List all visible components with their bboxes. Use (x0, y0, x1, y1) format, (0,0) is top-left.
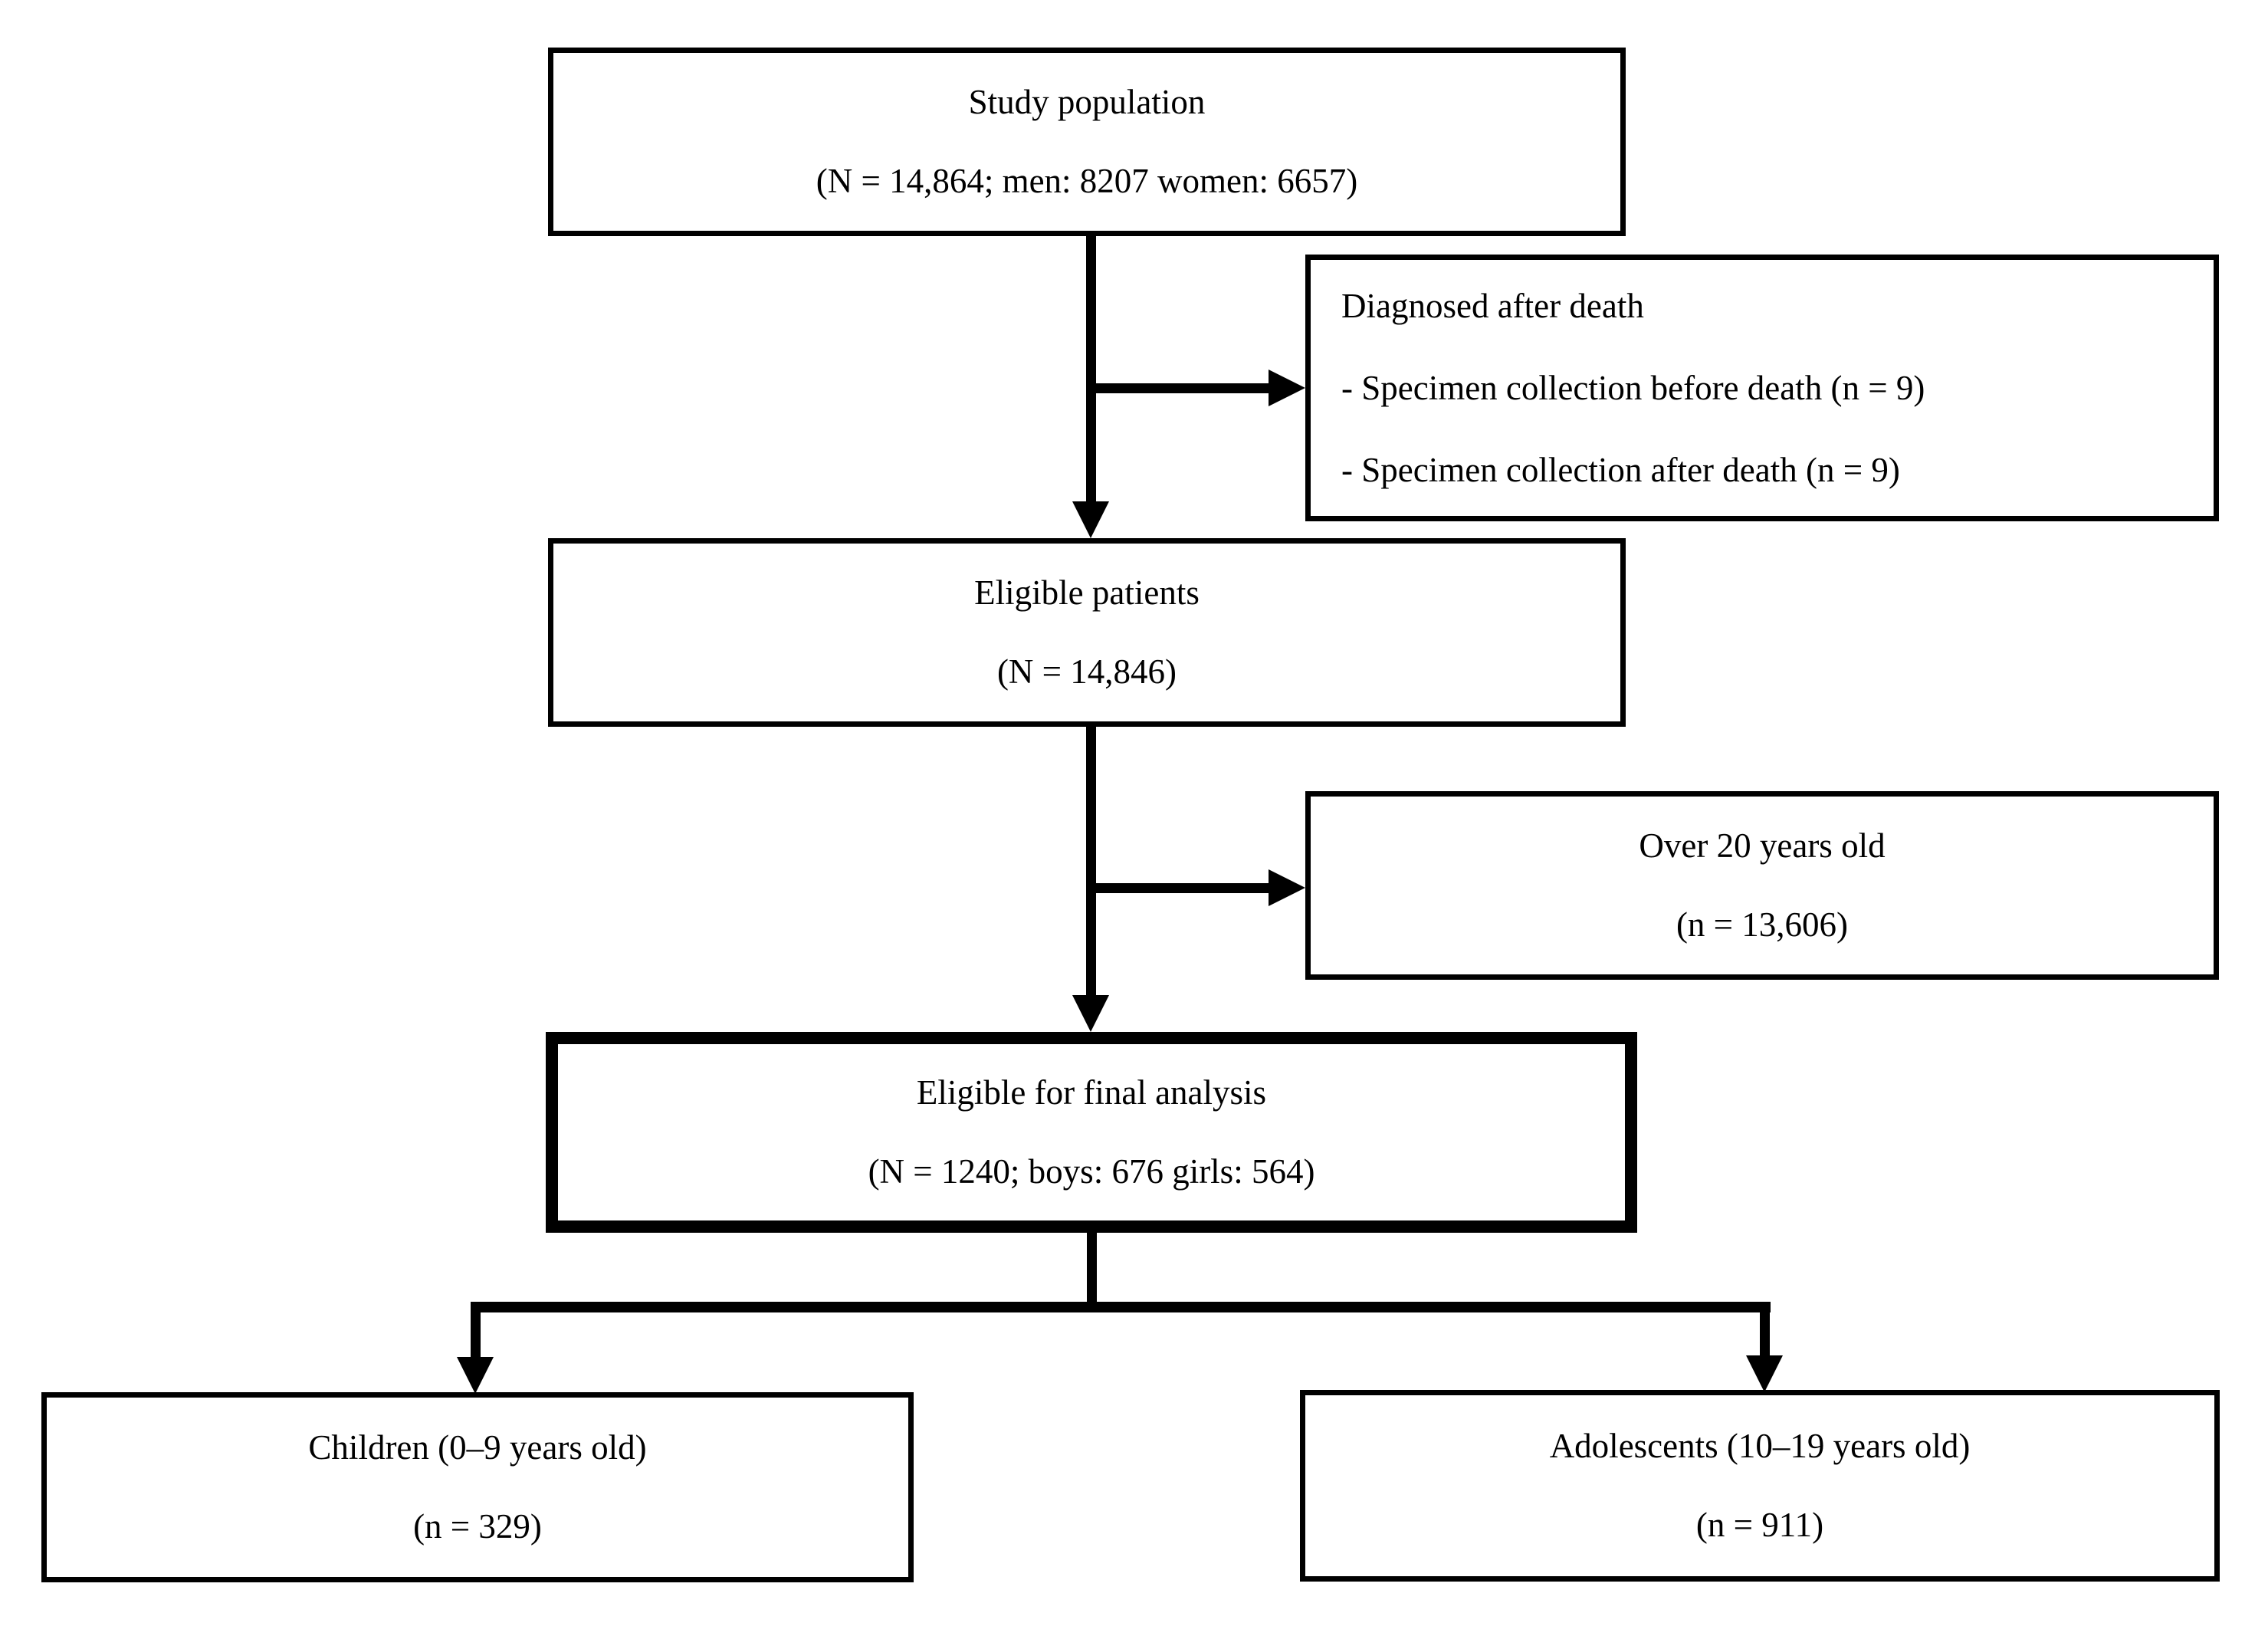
arrowhead-into-children (457, 1357, 494, 1394)
eligible-patients-count: (N = 14,846) (996, 652, 1177, 691)
arrowhead-into-final-analysis (1072, 995, 1109, 1032)
eligible-patients-title: Eligible patients (974, 573, 1200, 612)
connector-final-to-splitbar (1087, 1233, 1097, 1312)
box-adolescents: Adolescents (10–19 years old) (n = 911) (1300, 1390, 2220, 1582)
over-20-count: (n = 13,606) (1676, 905, 1849, 944)
box-over-20-years-old: Over 20 years old (n = 13,606) (1305, 791, 2219, 980)
arrowhead-into-eligible-patients (1072, 501, 1109, 538)
arrowhead-into-diagnosed-after-death (1269, 370, 1305, 406)
specimen-before-death-count: - Specimen collection before death (n = … (1341, 368, 1925, 407)
box-diagnosed-after-death: Diagnosed after death - Specimen collect… (1305, 255, 2219, 521)
connector-branch-diagnosed-after-death (1091, 383, 1269, 393)
children-title: Children (0–9 years old) (308, 1428, 647, 1467)
study-population-count: (N = 14,864; men: 8207 women: 6657) (816, 162, 1358, 200)
box-children: Children (0–9 years old) (n = 329) (41, 1392, 914, 1582)
diagnosed-after-death-title: Diagnosed after death (1341, 286, 1644, 325)
connector-drop-children (471, 1302, 481, 1357)
connector-drop-adolescents (1760, 1302, 1770, 1355)
study-population-title: Study population (968, 83, 1206, 121)
children-count: (n = 329) (413, 1507, 542, 1546)
box-study-population: Study population (N = 14,864; men: 8207 … (548, 48, 1626, 236)
specimen-after-death-count: - Specimen collection after death (n = 9… (1341, 450, 1900, 489)
arrowhead-into-over-20 (1269, 869, 1305, 906)
over-20-title: Over 20 years old (1639, 826, 1886, 865)
connector-split-bar (471, 1302, 1771, 1312)
adolescents-title: Adolescents (10–19 years old) (1549, 1427, 1971, 1465)
adolescents-count: (n = 911) (1695, 1506, 1824, 1544)
final-analysis-title: Eligible for final analysis (916, 1073, 1267, 1112)
box-eligible-final-analysis: Eligible for final analysis (N = 1240; b… (546, 1032, 1637, 1233)
arrowhead-into-adolescents (1746, 1355, 1783, 1392)
final-analysis-count: (N = 1240; boys: 676 girls: 564) (868, 1152, 1315, 1191)
connector-branch-over-20 (1091, 883, 1269, 893)
connector-study-to-eligible (1086, 236, 1096, 504)
connector-eligible-to-final (1086, 727, 1096, 995)
box-eligible-patients: Eligible patients (N = 14,846) (548, 538, 1626, 727)
